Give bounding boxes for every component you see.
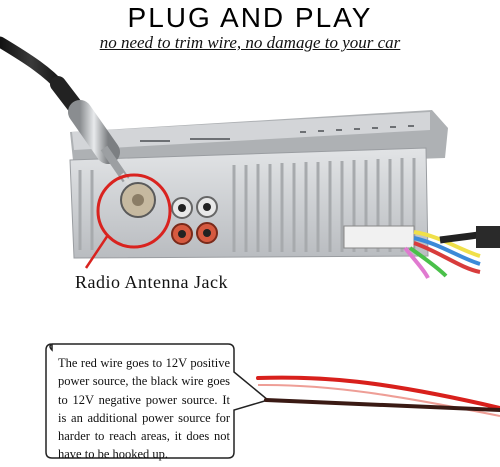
antenna-jack-highlight <box>84 173 172 269</box>
callout-text: The red wire goes to 12V positive power … <box>58 356 230 462</box>
rca-jacks <box>171 196 218 245</box>
power-wires <box>256 375 500 417</box>
radio-chassis <box>69 110 500 279</box>
antenna-jack-label: Radio Antenna Jack <box>75 272 228 292</box>
callout-bubble <box>45 343 270 459</box>
headline: PLUG AND PLAY <box>127 2 373 33</box>
antenna-plug <box>0 36 136 192</box>
subheadline: no need to trim wire, no damage to your … <box>99 33 401 52</box>
wiring-harness <box>343 225 500 279</box>
